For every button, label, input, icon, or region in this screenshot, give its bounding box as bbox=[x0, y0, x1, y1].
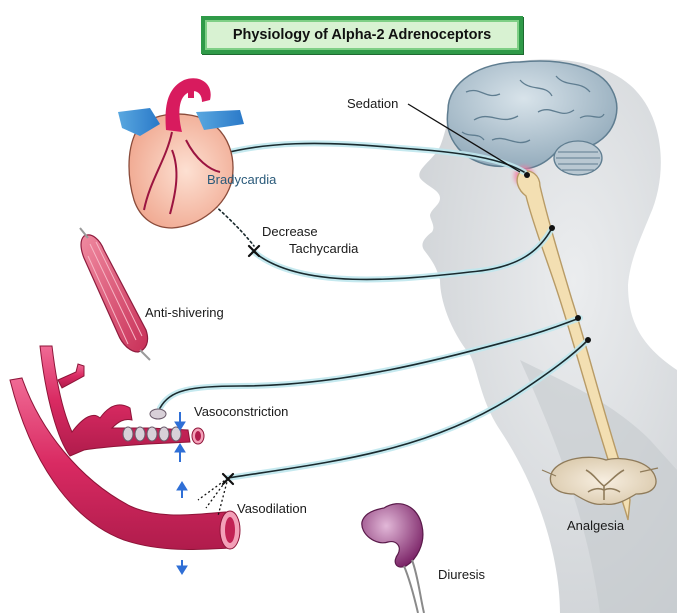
diagram-title: Physiology of Alpha-2 Adrenoceptors bbox=[233, 27, 491, 43]
kidney bbox=[362, 504, 424, 613]
label-diuresis: Diuresis bbox=[438, 567, 485, 583]
label-tachycardia: Tachycardia bbox=[289, 241, 358, 257]
label-analgesia: Analgesia bbox=[567, 518, 624, 534]
label-bradycardia: Bradycardia bbox=[207, 172, 276, 188]
label-decrease: Decrease bbox=[262, 224, 318, 240]
muscle bbox=[80, 228, 150, 360]
vessel-tree bbox=[10, 346, 240, 550]
heart bbox=[118, 78, 244, 228]
label-anti-shivering: Anti-shivering bbox=[145, 305, 224, 321]
label-vasodilation: Vasodilation bbox=[237, 501, 307, 517]
title-banner: Physiology of Alpha-2 Adrenoceptors bbox=[201, 16, 523, 54]
label-sedation: Sedation bbox=[347, 96, 398, 112]
label-vasoconstriction: Vasoconstriction bbox=[194, 404, 288, 420]
